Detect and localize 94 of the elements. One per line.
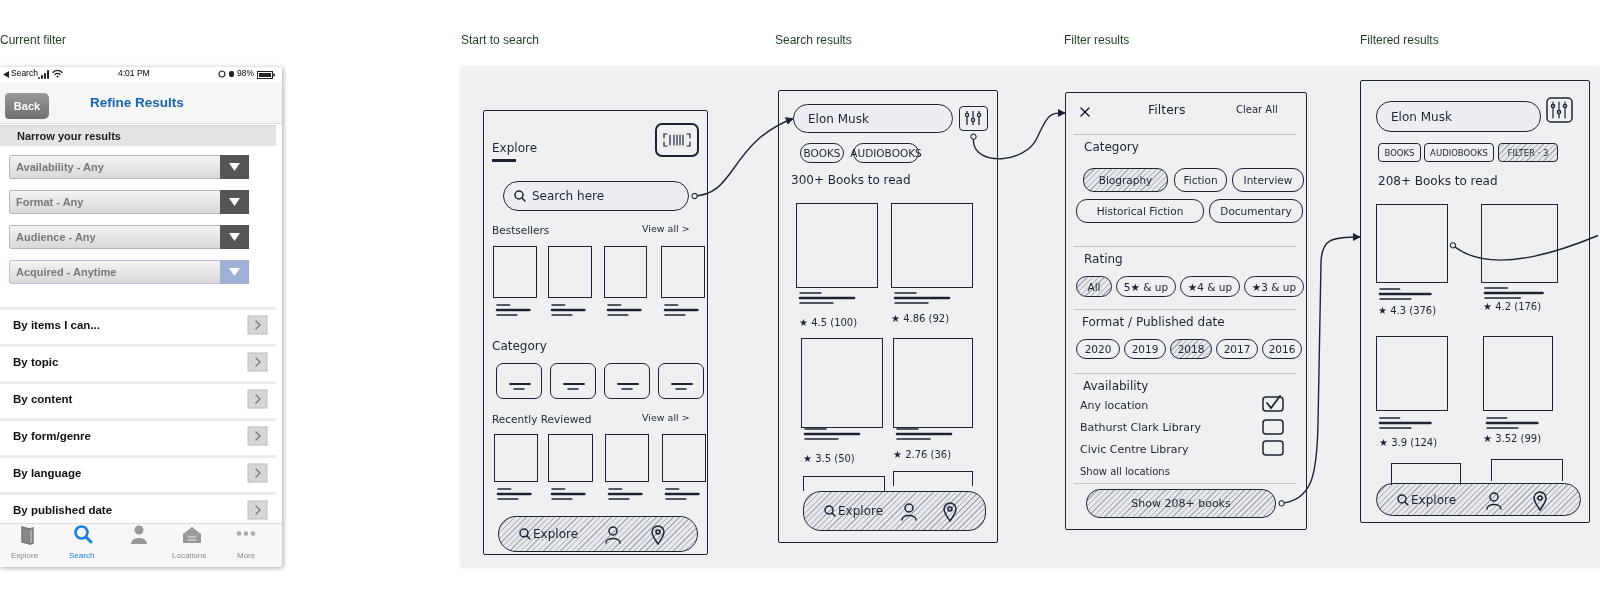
filter-section-title: Availability [1083, 379, 1149, 393]
section-header-band: Narrow your results [0, 125, 276, 146]
show-results-button: Show 208+ books [1086, 489, 1276, 518]
filter-section-title: Rating [1084, 252, 1123, 266]
wireframe-screen [778, 90, 998, 543]
wireframe-screen [483, 110, 708, 555]
connector-arrow [1278, 233, 1361, 507]
filter-chip: BOOKS [1378, 143, 1421, 162]
option-label: Bathurst Clark Library [1080, 421, 1201, 434]
connector-arrow [691, 117, 794, 199]
bottom-nav-bar [1376, 483, 1581, 516]
rating-text: ★ 3.52 (99) [1483, 433, 1542, 444]
filter-chip: ★4 & up [1180, 276, 1240, 297]
rating-text: ★ 3.5 (50) [803, 453, 855, 464]
screen-title: Refine Results [90, 95, 184, 110]
filter-chip: 2016 [1262, 339, 1302, 359]
book-cover-sketch [1481, 204, 1558, 283]
page-title: Explore [492, 141, 538, 155]
list-row: By language [0, 455, 276, 486]
clear-all-link: Clear All [1236, 104, 1278, 115]
section-title: Recently Reviewed [492, 413, 592, 425]
filter-chip: Fiction [1174, 168, 1227, 192]
filter-chip: Historical Fiction [1076, 199, 1204, 223]
panel-title: Filters [1148, 102, 1186, 117]
filter-section-title: Format / Published date [1082, 315, 1225, 329]
filter-button [959, 106, 988, 131]
filter-chip: 2017 [1216, 339, 1258, 359]
list-row: By content [0, 381, 276, 412]
filter-chip: FILTER · 3 [1498, 143, 1558, 162]
list-row: By items I can... [0, 307, 276, 338]
list-row: By form/genre [0, 418, 276, 449]
rating-text: ★ 4.5 (100) [799, 317, 858, 328]
tab-label: More [237, 551, 256, 560]
book-cover-sketch [891, 203, 973, 288]
result-count: 300+ Books to read [791, 173, 911, 187]
wireframe-screen [1360, 80, 1590, 523]
wireframe-screen [1065, 92, 1307, 530]
filter-chip: 2018 [1170, 339, 1212, 359]
rating-text: ★ 4.2 (176) [1483, 301, 1542, 312]
list-row: By published date [0, 492, 276, 523]
back-button: Back [5, 93, 49, 119]
option-label: Any location [1080, 399, 1149, 412]
filter-chip: Documentary [1209, 199, 1303, 223]
tab-label: Locations [172, 551, 207, 560]
section-title: Category [492, 339, 547, 353]
rating-text: ★ 4.3 (376) [1378, 305, 1437, 316]
section-heading: Filter results [1064, 33, 1130, 47]
section-heading: Start to search [461, 33, 540, 47]
filter-chip: 5★ & up [1116, 276, 1176, 297]
book-cover-sketch [1483, 336, 1553, 411]
nav-tab-label: Explore [838, 504, 884, 518]
book-cover-sketch [1376, 336, 1448, 411]
battery-percentage: 98% [237, 68, 254, 78]
filter-section-title: Category [1084, 140, 1139, 154]
filter-chip: AUDIOBOOKS [1424, 143, 1494, 162]
view-all-link: View all > [642, 412, 690, 423]
search-field: Elon Musk [793, 104, 953, 133]
section-heading: Search results [775, 33, 852, 47]
filter-chip: 2019 [1124, 339, 1166, 359]
book-cover-sketch [801, 338, 883, 428]
book-cover-sketch [893, 338, 973, 428]
dropdown: Format - Any [9, 190, 249, 214]
tab-label: Search [69, 551, 95, 560]
connector-arrow [970, 109, 1066, 160]
filter-chip: ★3 & up [1244, 276, 1304, 297]
nav-tab-label: Explore [1411, 492, 1457, 507]
search-field: Elon Musk [1376, 101, 1541, 132]
book-cover-sketch [1376, 204, 1448, 283]
list-row: By topic [0, 344, 276, 375]
section-title: Bestsellers [492, 224, 550, 236]
bottom-nav-bar [803, 491, 986, 531]
view-all-link: View all > [642, 223, 690, 234]
nav-tab-label: Explore [533, 527, 579, 541]
status-text: Search [11, 68, 38, 78]
tab-label: Explore [11, 551, 39, 560]
book-cover-sketch [796, 203, 878, 288]
filter-chip: BOOKS [800, 143, 844, 163]
section-heading: Current filter [0, 33, 67, 47]
dropdown: Acquired - Anytime [9, 260, 249, 284]
rating-text: ★ 3.9 (124) [1379, 437, 1438, 448]
show-all-link: Show all locations [1080, 466, 1170, 477]
status-time: 4:01 PM [118, 68, 150, 78]
dropdown: Audience - Any [9, 225, 249, 249]
dropdown: Availability - Any [9, 155, 249, 179]
filter-chip: Interview [1232, 168, 1304, 192]
result-count: 208+ Books to read [1378, 174, 1498, 188]
bottom-nav-bar [498, 516, 698, 552]
option-label: Civic Centre Library [1080, 443, 1189, 456]
rating-text: ★ 4.86 (92) [891, 313, 950, 324]
filter-chip: 2020 [1076, 339, 1120, 359]
section-heading: Filtered results [1360, 33, 1439, 47]
filter-chip: Biography [1083, 168, 1168, 192]
search-field: Search here [503, 181, 689, 211]
rating-text: ★ 2.76 (36) [893, 449, 952, 460]
